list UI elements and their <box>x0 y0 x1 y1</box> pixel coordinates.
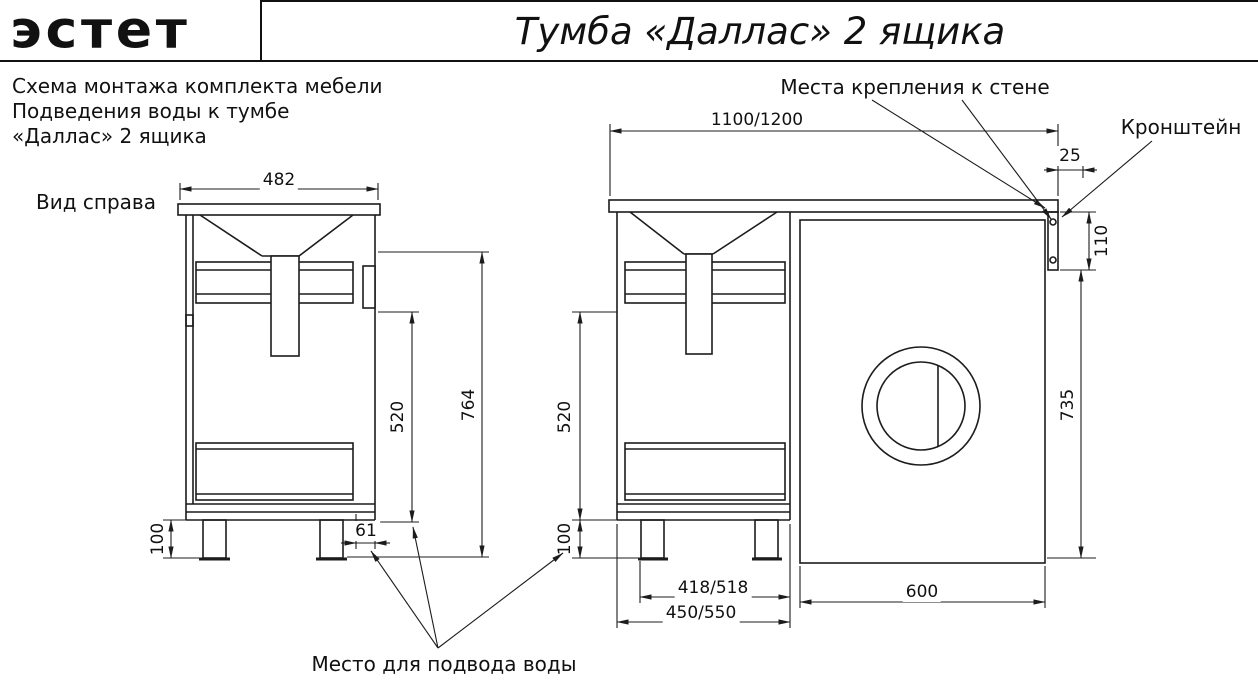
dim-side-total-height-label: 764 <box>459 388 479 422</box>
wall-mount-leader-1 <box>871 99 1046 209</box>
front-countertop <box>608 199 1059 213</box>
water-leader-2 <box>412 526 439 649</box>
side-bottom-panel <box>186 503 375 513</box>
title-box: Тумба «Даллас» 2 ящика <box>262 0 1258 60</box>
dim-front-mid-height-label: 520 <box>555 400 575 434</box>
brand-logo-box: эстет <box>0 0 262 60</box>
machine-door-inner <box>876 361 966 451</box>
side-countertop <box>177 203 381 216</box>
side-drain-pipe <box>270 255 300 357</box>
page-title: Тумба «Даллас» 2 ящика <box>514 9 1006 53</box>
dim-machine-width-label: 600 <box>902 582 942 602</box>
description-line: Схема монтажа комплекта мебели <box>12 74 383 98</box>
dim-side-water-offset-label: 61 <box>352 521 380 541</box>
wall-mount-label: Места крепления к стене <box>777 75 1053 99</box>
dim-side-mid-height-label: 520 <box>388 400 408 434</box>
wall-mount-leader-2 <box>961 99 1052 220</box>
side-water-inlet <box>185 314 194 327</box>
front-leg-left <box>640 519 665 559</box>
description-line: Подведения воды к тумбе <box>12 99 290 123</box>
washing-machine <box>799 219 1046 564</box>
front-view <box>608 199 1059 564</box>
bracket-leader <box>1061 140 1153 218</box>
dim-bracket-offset-label: 25 <box>1056 146 1084 166</box>
brand-logo: эстет <box>10 0 191 60</box>
wall-bracket <box>1047 211 1059 271</box>
side-lower-drawer <box>195 442 354 501</box>
side-view <box>177 203 381 561</box>
dim-front-cabinet-width-label: 450/550 <box>662 603 740 623</box>
dim-side-width-label: 482 <box>259 170 299 190</box>
leader-lines <box>370 99 1153 649</box>
front-bottom-panel <box>617 503 790 513</box>
side-leg-right <box>319 519 344 559</box>
dim-bracket-height-label: 110 <box>1092 224 1112 258</box>
title-bar: эстет Тумба «Даллас» 2 ящика <box>0 0 1258 62</box>
dim-front-inner-width-label: 418/518 <box>674 578 752 598</box>
dim-right-height-label: 735 <box>1058 388 1078 422</box>
water-leader-3 <box>437 552 564 649</box>
side-leg-left <box>202 519 227 559</box>
bracket-hole-bottom <box>1049 256 1057 264</box>
description-block: Схема монтажа комплекта мебели Подведени… <box>12 74 382 149</box>
water-supply-label: Место для подвода воды <box>308 652 580 676</box>
side-rail-block <box>362 265 376 309</box>
description-line: «Даллас» 2 ящика <box>12 124 207 148</box>
front-lower-drawer <box>624 442 786 501</box>
dim-front-leg-height-label: 100 <box>555 522 575 556</box>
bracket-label: Кронштейн <box>1117 115 1245 139</box>
view-label: Вид справа <box>36 190 156 214</box>
machine-door-outer <box>861 346 981 466</box>
bracket-hole-top <box>1049 218 1057 226</box>
dim-front-total-width-label: 1100/1200 <box>707 110 807 130</box>
front-drain-pipe <box>685 253 713 355</box>
dim-side-leg-height-label: 100 <box>148 522 168 556</box>
dimension-lines <box>163 124 1097 628</box>
front-sink <box>629 211 778 255</box>
water-leader-1 <box>370 550 439 649</box>
side-sink <box>199 214 354 257</box>
front-leg-right <box>754 519 779 559</box>
